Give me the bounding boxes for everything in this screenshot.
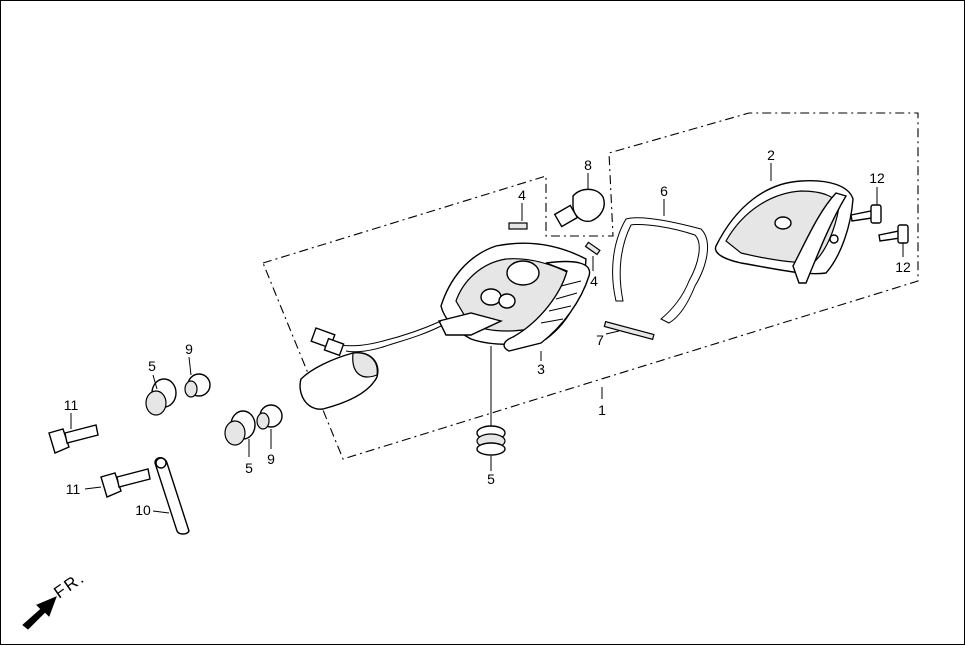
arrow-down-left-icon — [22, 596, 57, 630]
pad-part-4a — [508, 222, 528, 230]
label-part-4b: 4 — [590, 273, 598, 289]
grommet-part-5a — [145, 378, 177, 416]
label-part-11a: 11 — [64, 397, 79, 413]
label-part-5c: 5 — [487, 471, 495, 487]
leader-lines — [70, 163, 904, 514]
label-part-3: 3 — [537, 361, 545, 377]
gasket-part-6 — [612, 217, 708, 324]
label-part-4a: 4 — [518, 187, 526, 203]
label-part-11b: 11 — [66, 481, 81, 497]
screw-part-12b — [878, 224, 909, 244]
pad-part-4b — [584, 241, 601, 256]
grommet-part-5c — [476, 425, 506, 456]
label-part-9a: 9 — [185, 341, 193, 357]
bolt-part-11b — [100, 468, 151, 498]
collar-part-9b — [256, 404, 283, 430]
bulb-part-8 — [553, 188, 605, 228]
label-part-8: 8 — [584, 157, 592, 173]
bracket-part-10 — [154, 457, 190, 535]
screw-part-12a — [850, 204, 882, 224]
label-part-10: 10 — [135, 502, 151, 518]
label-part-2: 2 — [767, 147, 775, 163]
label-part-6: 6 — [660, 183, 668, 199]
collar-part-9a — [184, 373, 211, 398]
front-direction-indicator: FR. — [22, 568, 89, 630]
label-part-5b: 5 — [245, 460, 253, 476]
label-part-12a: 12 — [869, 170, 885, 186]
label-part-1: 1 — [598, 402, 606, 418]
label-part-5a: 5 — [148, 358, 156, 374]
label-part-9b: 9 — [267, 451, 275, 467]
lens-part-2 — [714, 179, 854, 284]
bolt-part-11a — [48, 424, 99, 454]
assembly-boundary — [262, 112, 919, 460]
label-part-12b: 12 — [895, 259, 911, 275]
wiring-harness — [299, 320, 442, 410]
strip-part-7 — [603, 320, 655, 341]
grommet-part-5b — [224, 410, 256, 446]
label-part-7: 7 — [596, 332, 604, 348]
turn-signal-housing — [437, 242, 591, 352]
